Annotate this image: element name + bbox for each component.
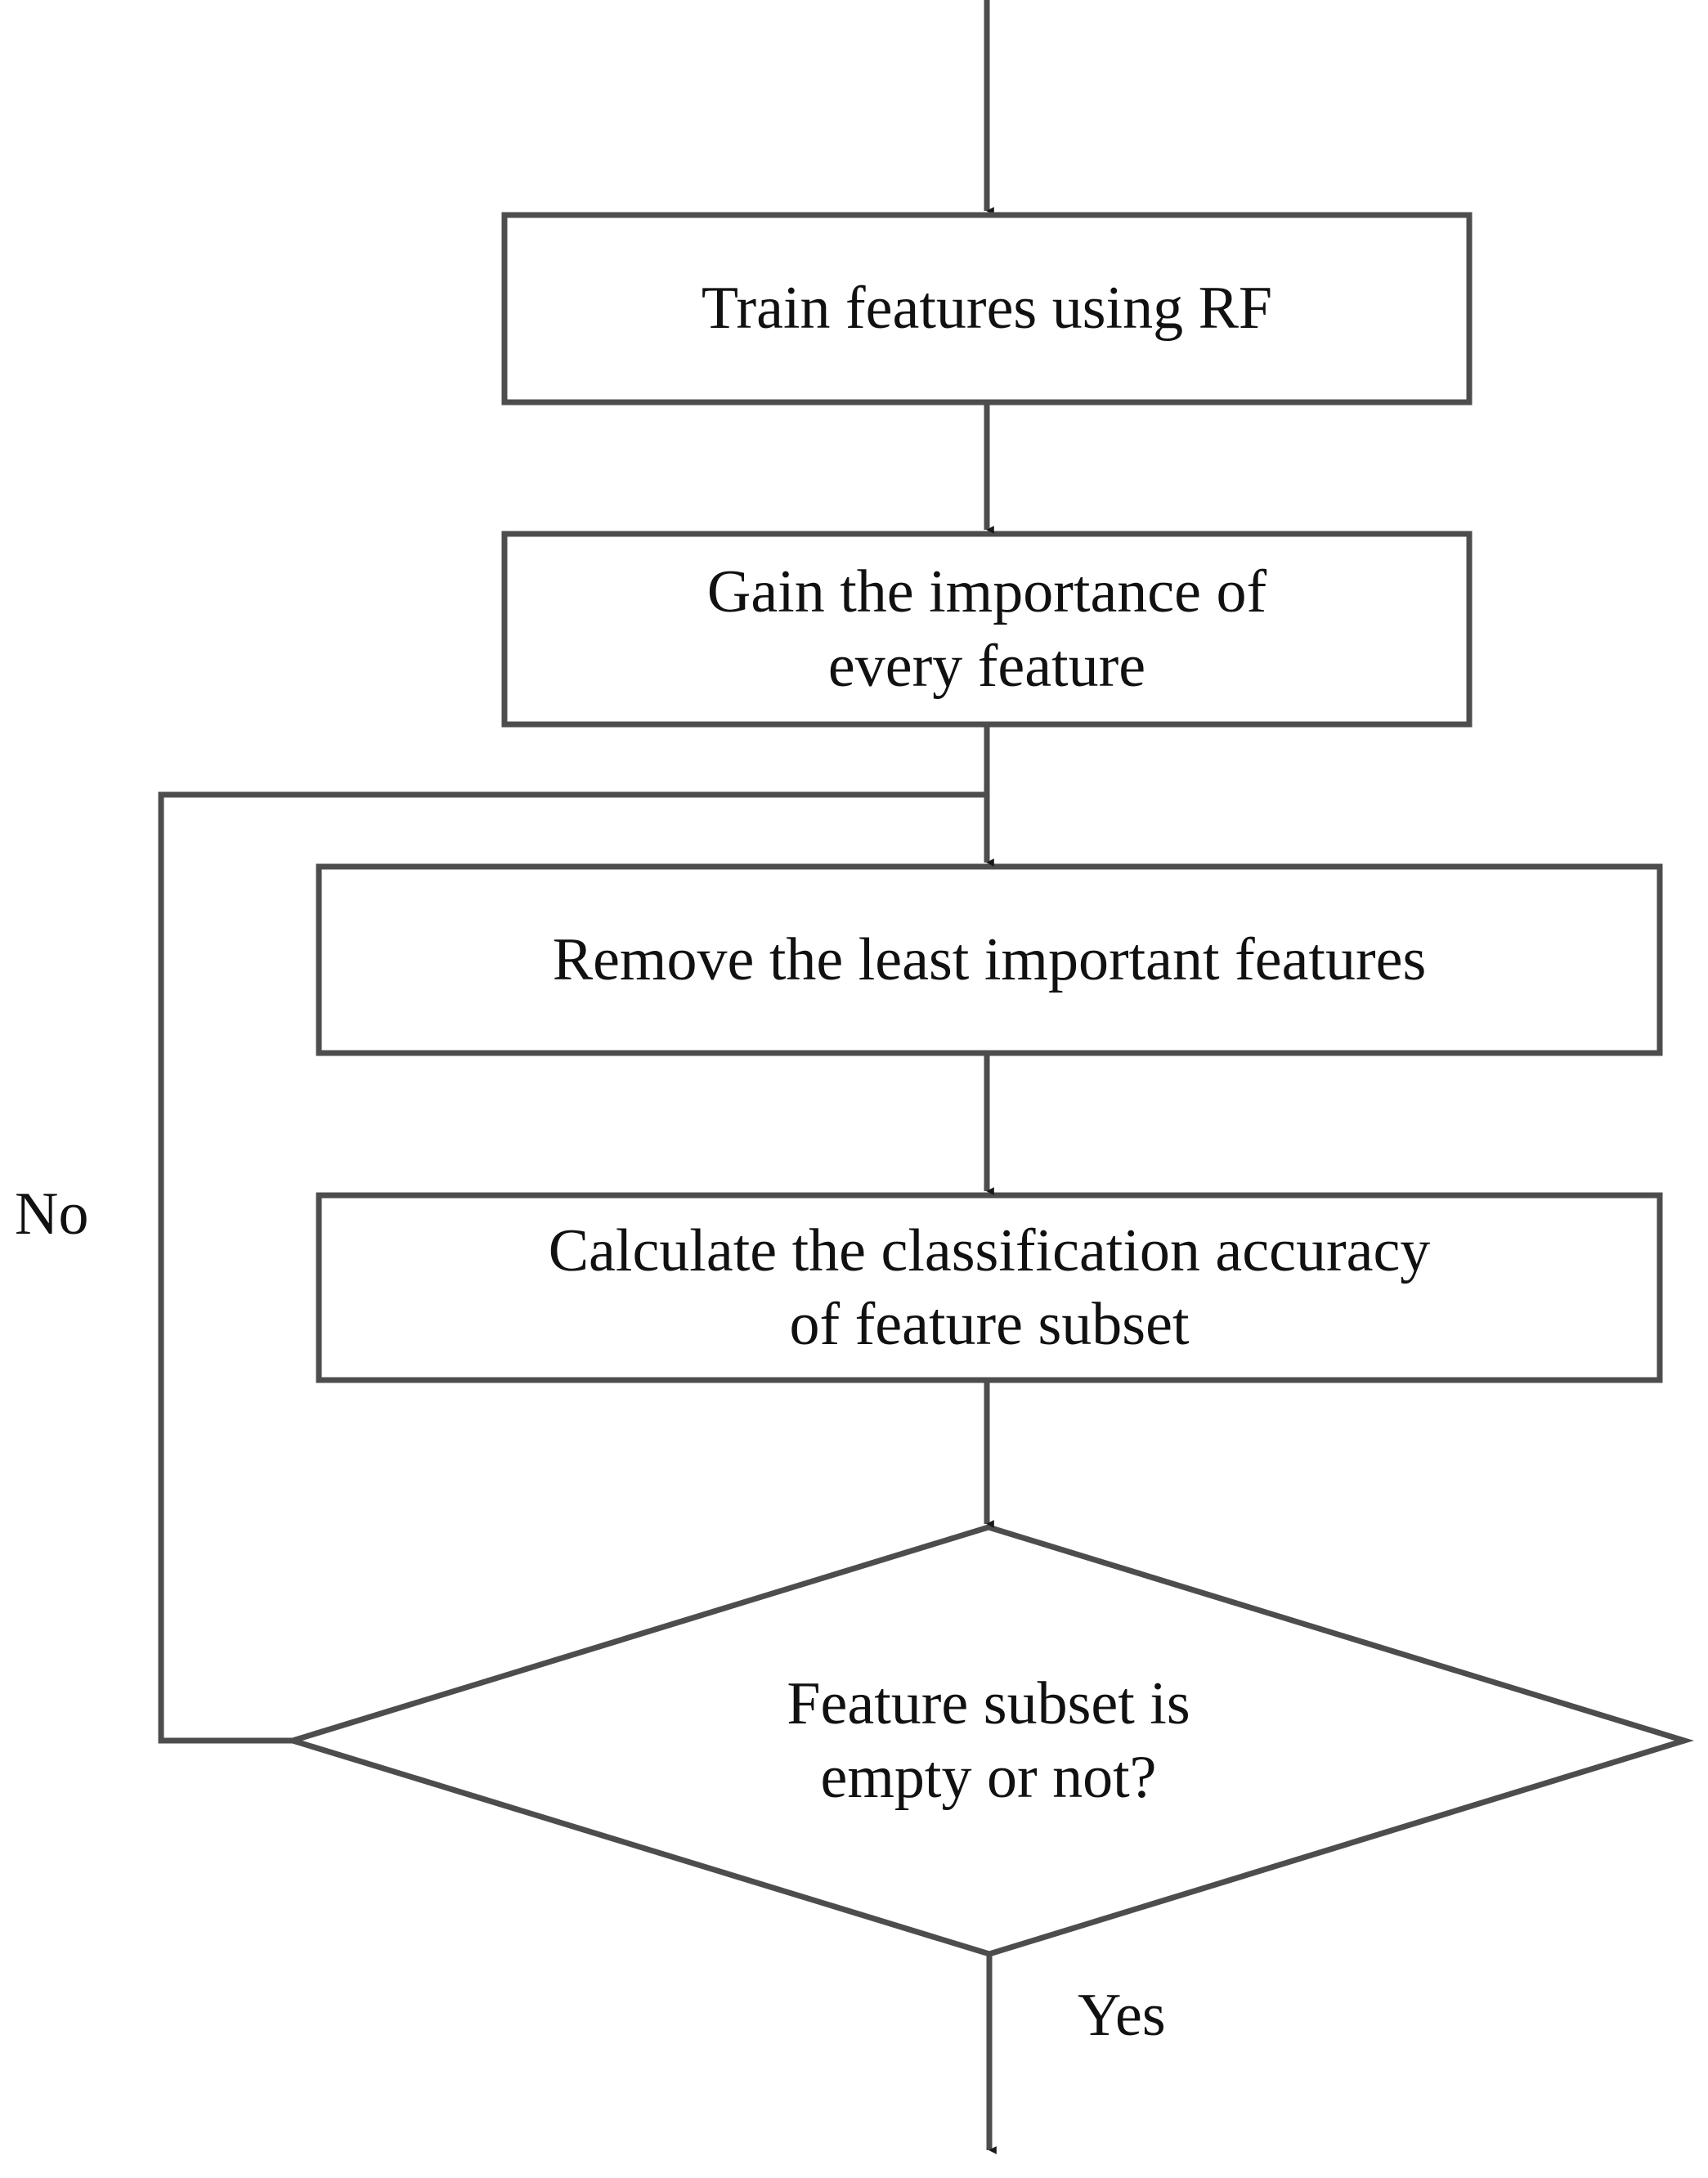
edge-no-feedback-loop	[158, 791, 987, 1744]
node-calculate-accuracy	[316, 1192, 1663, 1383]
node-remove-least-important	[316, 863, 1663, 1056]
node-gain-importance	[501, 531, 1473, 728]
node-train-features	[501, 212, 1473, 406]
node-decision-feature-subset-empty	[283, 1524, 1694, 1957]
edge-label-no: No	[15, 1181, 89, 1248]
edge-label-yes: Yes	[1078, 1982, 1166, 2049]
